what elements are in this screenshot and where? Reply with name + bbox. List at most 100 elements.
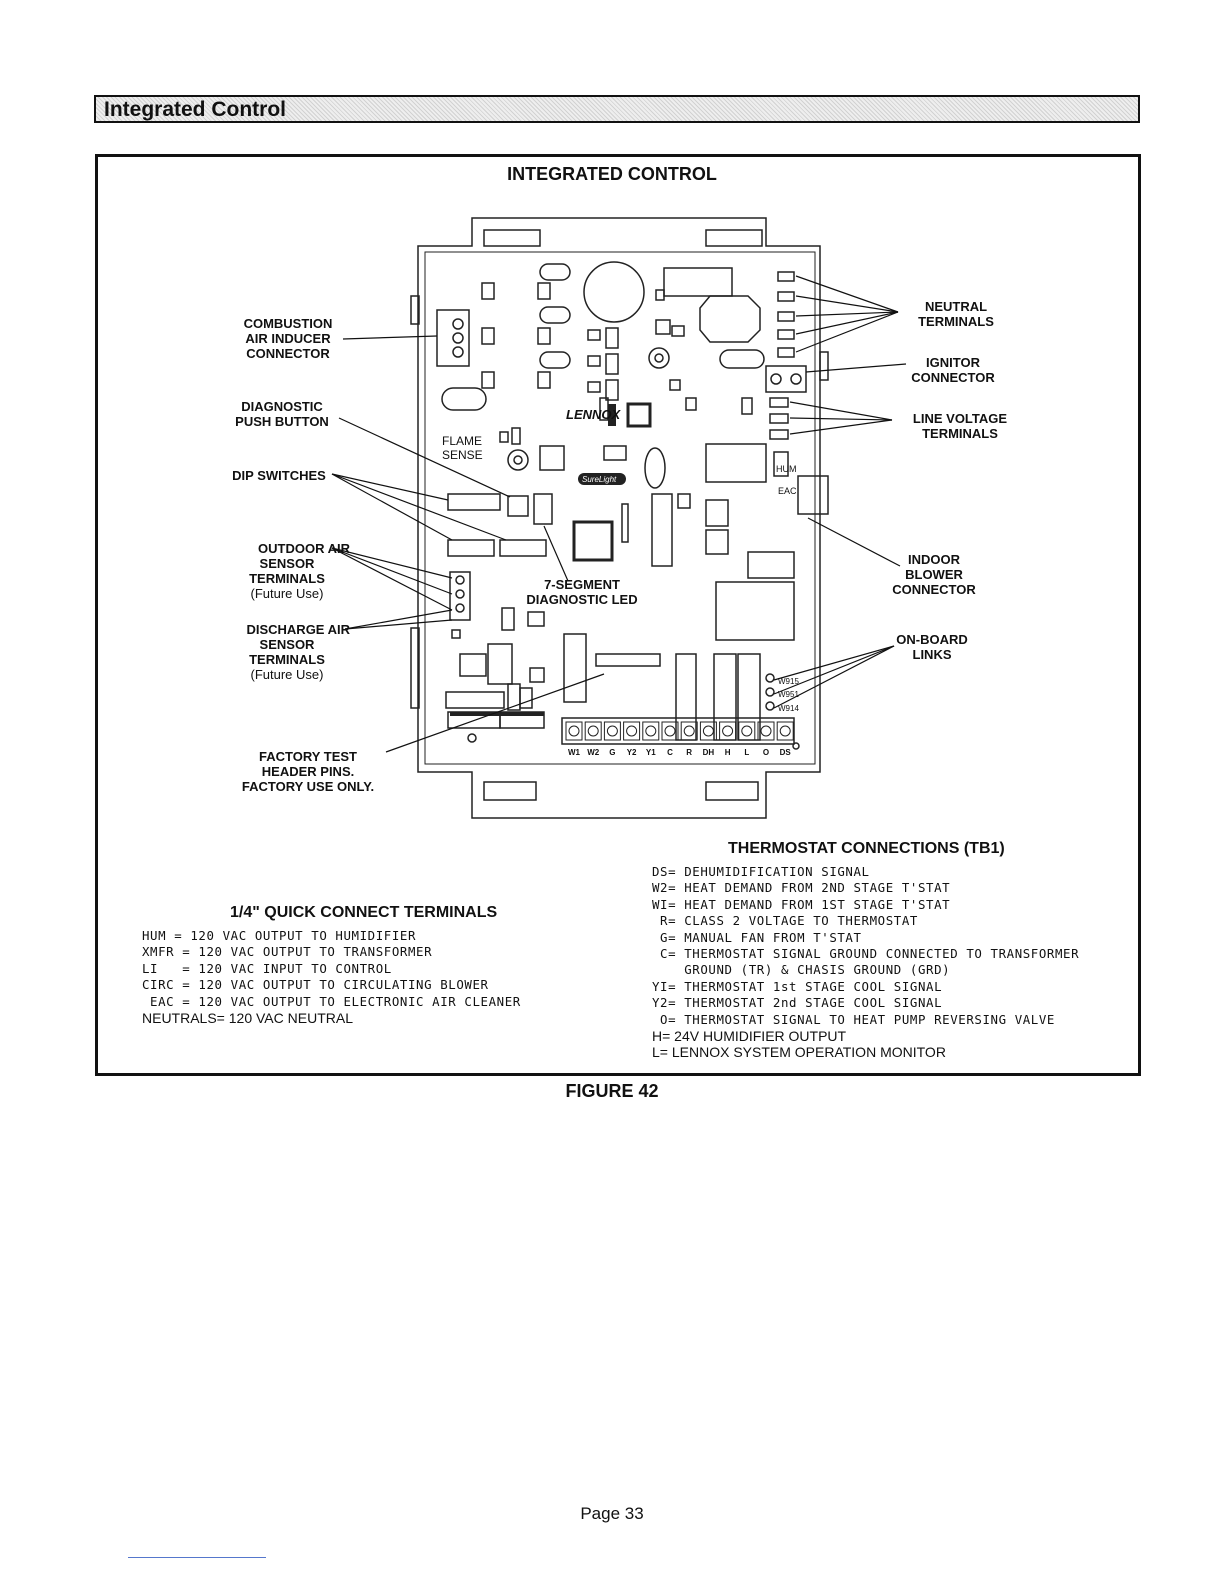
page-number: Page 33: [580, 1504, 644, 1523]
terminal-screw: [776, 721, 794, 741]
figure-title: INTEGRATED CONTROL: [507, 164, 717, 184]
eac-label: EAC: [778, 486, 797, 496]
label-indoor-blower-connector: INDOOR BLOWER CONNECTOR: [892, 552, 976, 597]
board-housing: [417, 217, 821, 819]
combustion-air-inducer-connector: [436, 309, 470, 367]
label-seven-segment: 7-SEGMENT DIAGNOSTIC LED: [526, 577, 638, 607]
terminal-screw-head: [779, 725, 791, 737]
terminal-screw-head: [664, 725, 676, 737]
terminal-label: L: [744, 748, 749, 757]
footer-rule: [128, 1557, 266, 1558]
terminal-screw-head: [702, 725, 714, 737]
legend-line: NEUTRALS= 120 VAC NEUTRAL: [142, 1010, 353, 1027]
label-flame-sense: FLAME SENSE: [442, 434, 483, 462]
seven-segment-led: [533, 493, 553, 525]
thermostat-legend: DS= DEHUMIDIFICATION SIGNAL W2= HEAT DEM…: [652, 864, 1079, 1060]
capacitor: [583, 261, 645, 323]
legend-line: W2= HEAT DEMAND FROM 2ND STAGE T'STAT: [652, 880, 951, 896]
terminal-label: Y1: [646, 748, 656, 757]
thermostat-heading: THERMOSTAT CONNECTIONS (TB1): [728, 840, 1005, 857]
indoor-blower-connector: [797, 475, 829, 515]
link-label-w915: W915: [778, 677, 799, 686]
section-title: Integrated Control: [104, 98, 286, 121]
terminal-screw-head: [568, 725, 580, 737]
legend-line: HUM = 120 VAC OUTPUT TO HUMIDIFIER: [142, 928, 417, 943]
legend-line: EAC = 120 VAC OUTPUT TO ELECTRONIC AIR C…: [142, 993, 521, 1009]
link-label-w914: W914: [778, 704, 799, 713]
terminal-screw-head: [606, 725, 618, 737]
terminal-screw: [623, 721, 641, 741]
terminal-screw: [738, 721, 756, 741]
label-outdoor-air-sensor: OUTDOOR AIR SENSOR TERMINALS (Future Use…: [249, 541, 350, 601]
surelight-logo-text: SureLight: [582, 475, 617, 484]
legend-line: LI = 120 VAC INPUT TO CONTROL: [142, 960, 392, 976]
label-neutral-terminals: NEUTRAL TERMINALS: [918, 299, 994, 329]
label-discharge-air-sensor: DISCHARGE AIR SENSOR TERMINALS (Future U…: [246, 622, 350, 682]
legend-line: WI= HEAT DEMAND FROM 1ST STAGE T'STAT: [652, 896, 951, 912]
legend-line: L= LENNOX SYSTEM OPERATION MONITOR: [652, 1044, 946, 1061]
terminal-label: Y2: [627, 748, 637, 757]
terminal-screw-head: [683, 725, 695, 737]
legend-line: H= 24V HUMIDIFIER OUTPUT: [652, 1028, 847, 1045]
terminal-screw: [757, 721, 775, 741]
legend-line: XMFR = 120 VAC OUTPUT TO TRANSFORMER: [142, 944, 433, 960]
thermostat-terminal-strip: [561, 717, 795, 745]
terminal-screw-head: [741, 725, 753, 737]
terminal-screw-head: [645, 725, 657, 737]
legend-line: O= THERMOSTAT SIGNAL TO HEAT PUMP REVERS…: [652, 1011, 1055, 1027]
terminal-screw: [603, 721, 621, 741]
board-pcb: [424, 251, 816, 765]
terminal-screw: [680, 721, 698, 741]
legend-line: GROUND (TR) & CHASIS GROUND (GRD): [652, 962, 951, 978]
label-factory-test: FACTORY TEST HEADER PINS. FACTORY USE ON…: [241, 749, 375, 794]
terminal-screw-head: [587, 725, 599, 737]
terminal-label: R: [686, 748, 692, 757]
legend-line: DS= DEHUMIDIFICATION SIGNAL: [652, 864, 870, 879]
brand-logo-text: LENNOX: [566, 407, 622, 422]
terminal-screw: [584, 721, 602, 741]
label-combustion-air-inducer: COMBUSTION AIR INDUCER CONNECTOR: [243, 316, 333, 361]
microcontroller: [572, 520, 614, 562]
quick-connect-legend: HUM = 120 VAC OUTPUT TO HUMIDIFIER XMFR …: [142, 928, 521, 1026]
figure-caption: FIGURE 42: [565, 1081, 659, 1101]
terminal-screw: [699, 721, 717, 741]
terminal-screw-head: [760, 725, 772, 737]
diagnostic-push-button: [507, 495, 529, 517]
dip-switch-bank-3: [499, 539, 547, 557]
terminal-screw: [719, 721, 737, 741]
outdoor-air-sensor-terminals: [449, 571, 471, 621]
terminal-label: G: [609, 748, 615, 757]
terminal-label: DS: [780, 748, 792, 757]
terminal-label: C: [667, 748, 673, 757]
legend-line: R= CLASS 2 VOLTAGE TO THERMOSTAT: [652, 913, 918, 929]
label-diagnostic-push-button: DIAGNOSTIC PUSH BUTTON: [235, 399, 329, 429]
label-dip-switches: DIP SWITCHES: [232, 468, 326, 483]
legend-line: C= THERMOSTAT SIGNAL GROUND CONNECTED TO…: [652, 946, 1080, 962]
terminal-label: W1: [568, 748, 581, 757]
label-ignitor-connector: IGNITOR CONNECTOR: [911, 355, 995, 385]
terminal-label: H: [725, 748, 731, 757]
quick-connect-heading: 1/4" QUICK CONNECT TERMINALS: [230, 904, 498, 921]
terminal-screw: [565, 721, 583, 741]
link-label-w951: W951: [778, 690, 799, 699]
on-board-link: [765, 687, 775, 697]
terminal-label: DH: [703, 748, 715, 757]
legend-line: G= MANUAL FAN FROM T'STAT: [652, 929, 862, 945]
legend-line: CIRC = 120 VAC OUTPUT TO CIRCULATING BLO…: [142, 977, 489, 993]
hum-label: HUM: [776, 464, 797, 474]
legend-line: Y2= THERMOSTAT 2nd STAGE COOL SIGNAL: [652, 995, 943, 1011]
ignitor-connector: [765, 365, 807, 393]
terminal-label: O: [763, 748, 769, 757]
on-board-link: [765, 701, 775, 711]
on-board-link: [765, 673, 775, 683]
dip-switch-bank-1: [447, 493, 501, 511]
legend-line: YI= THERMOSTAT 1st STAGE COOL SIGNAL: [652, 978, 943, 994]
terminal-screw: [661, 721, 679, 741]
label-line-voltage-terminals: LINE VOLTAGE TERMINALS: [912, 411, 1008, 441]
terminal-label: W2: [587, 748, 600, 757]
factory-test-header: [595, 653, 661, 667]
terminal-screw-head: [722, 725, 734, 737]
figure-frame: [95, 154, 1141, 1076]
terminal-screw: [642, 721, 660, 741]
terminal-screw-head: [626, 725, 638, 737]
